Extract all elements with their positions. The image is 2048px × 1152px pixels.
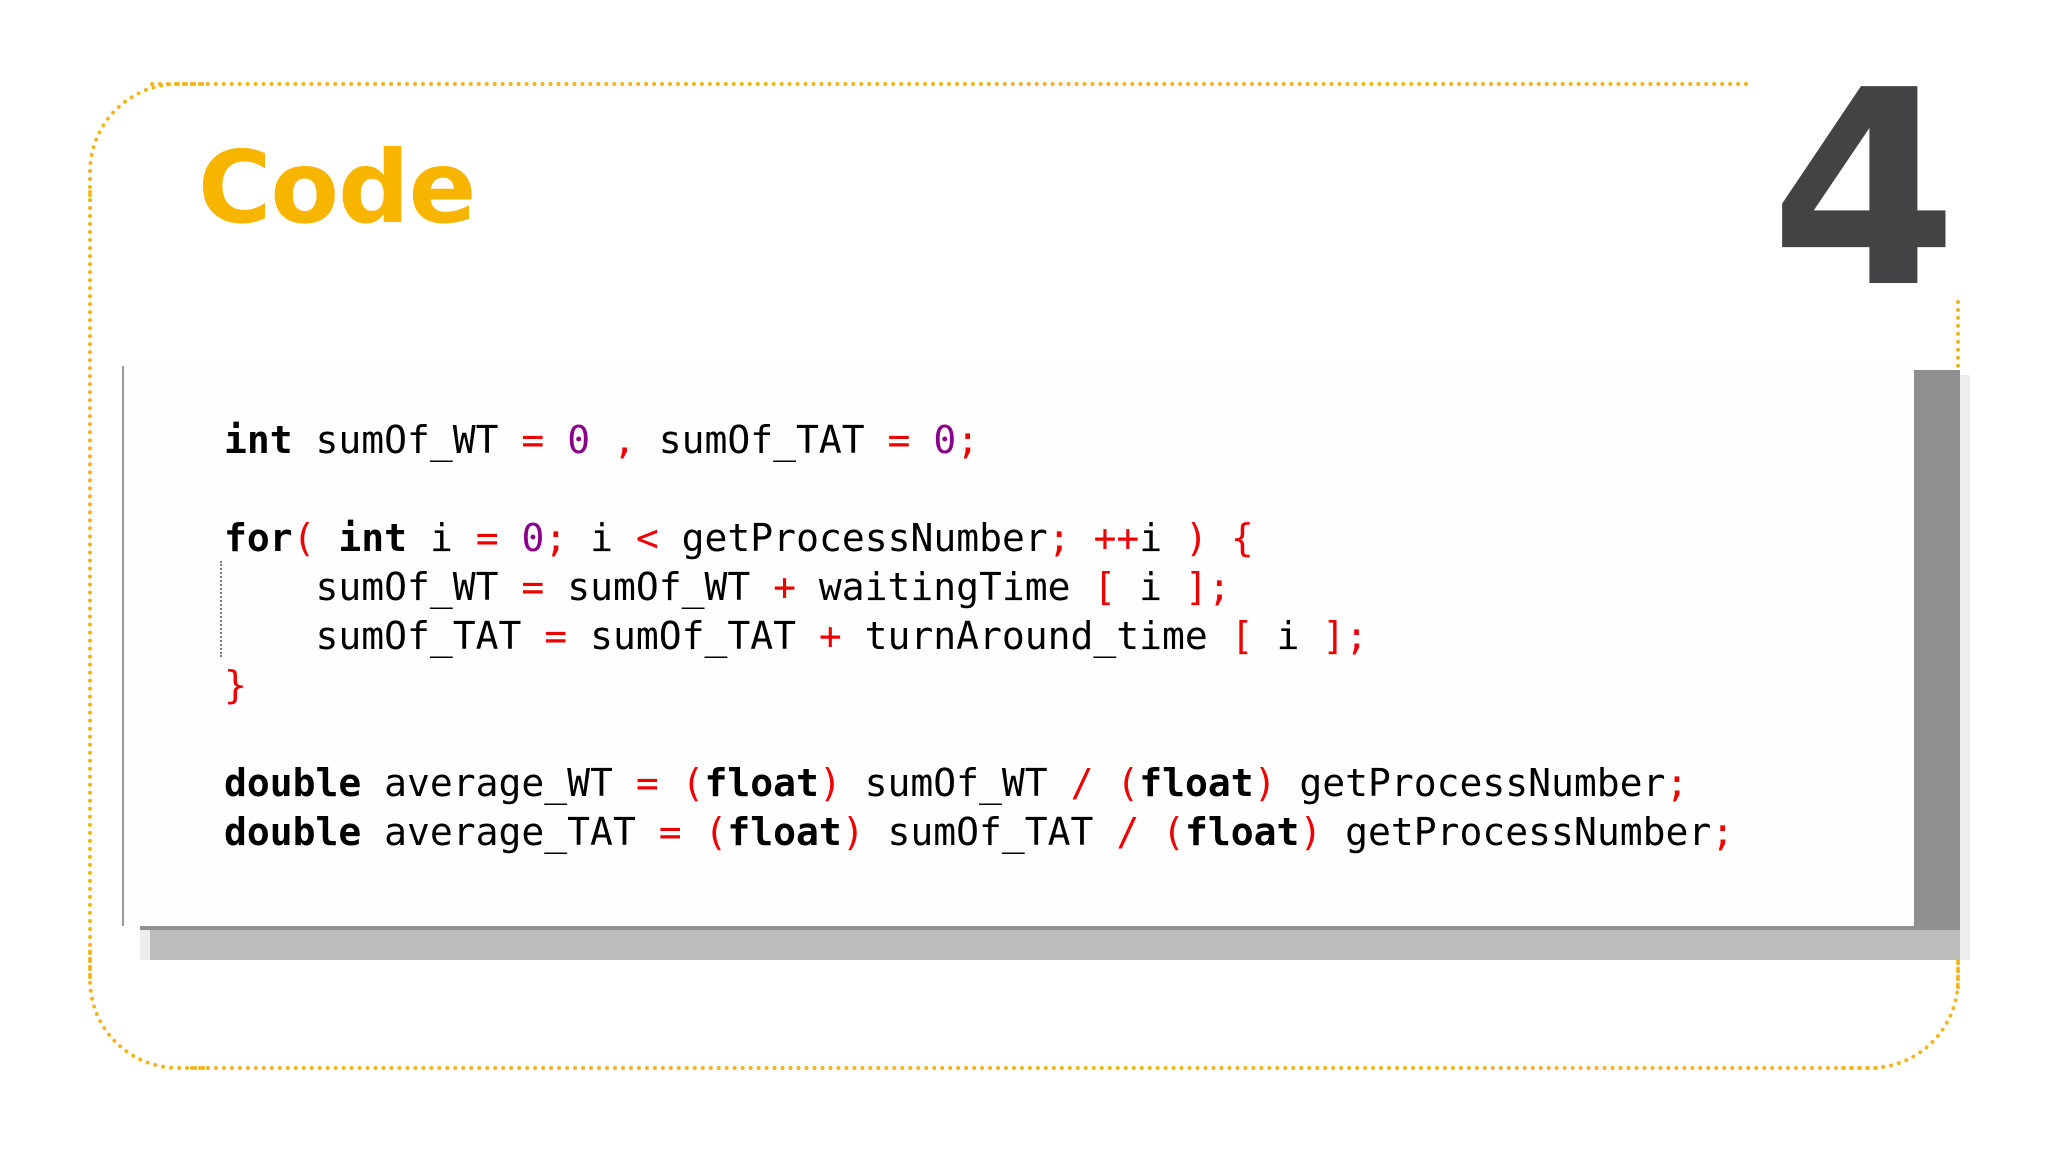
code-identifier: sumOf_TAT	[635, 418, 888, 462]
code-identifier: i	[407, 516, 476, 560]
code-identifier	[590, 418, 613, 462]
code-keyword: double	[224, 810, 362, 854]
code-keyword: float	[727, 810, 842, 854]
dotted-frame-corner-top-left	[88, 82, 208, 202]
code-operator: ;	[1047, 516, 1071, 560]
code-keyword: float	[1185, 810, 1300, 854]
code-line	[224, 465, 1734, 514]
code-operator: +	[818, 614, 842, 658]
code-identifier: average_TAT	[361, 810, 659, 854]
code-operator: <	[635, 516, 659, 560]
code-operator: ++	[1093, 516, 1140, 560]
code-number: 0	[933, 418, 957, 462]
code-keyword: double	[224, 761, 362, 805]
code-operator: )	[1299, 810, 1323, 854]
code-line: for( int i = 0; i < getProcessNumber; ++…	[224, 514, 1734, 563]
code-identifier: waitingTime	[795, 565, 1094, 609]
indent-guide	[220, 561, 222, 657]
code-identifier	[1093, 761, 1116, 805]
code-operator: =	[658, 810, 682, 854]
code-operator: =	[544, 614, 568, 658]
code-operator: ];	[1184, 565, 1231, 609]
code-operator: +	[773, 565, 796, 609]
code-line: sumOf_TAT = sumOf_TAT + turnAround_time …	[224, 612, 1734, 661]
code-operator: ;	[1665, 761, 1689, 805]
dotted-frame-bottom	[190, 1066, 1880, 1070]
code-operator: =	[887, 418, 911, 462]
code-operator: =	[521, 418, 545, 462]
code-identifier	[659, 761, 682, 805]
code-block: int sumOf_WT = 0 , sumOf_TAT = 0;for( in…	[224, 416, 1734, 857]
code-identifier: i	[1139, 516, 1186, 560]
code-operator: (	[292, 516, 316, 560]
code-identifier	[1071, 516, 1094, 560]
code-operator: [	[1230, 614, 1254, 658]
code-identifier: i	[567, 516, 636, 560]
code-identifier	[1139, 810, 1162, 854]
code-line: double average_WT = (float) sumOf_WT / (…	[224, 759, 1734, 808]
code-identifier: i	[1116, 565, 1185, 609]
code-keyword: float	[704, 761, 819, 805]
code-identifier: sumOf_TAT	[864, 810, 1117, 854]
code-keyword: int	[338, 516, 408, 560]
code-operator: )	[818, 761, 842, 805]
code-line: int sumOf_WT = 0 , sumOf_TAT = 0;	[224, 416, 1734, 465]
code-number: 0	[521, 516, 545, 560]
code-operator: (	[704, 810, 728, 854]
code-operator: (	[1116, 761, 1140, 805]
code-identifier	[316, 516, 339, 560]
code-operator: {	[1230, 516, 1254, 560]
code-keyword: float	[1139, 761, 1254, 805]
code-operator: /	[1116, 810, 1140, 854]
code-operator: (	[1162, 810, 1185, 854]
code-operator: ];	[1322, 614, 1368, 658]
code-line	[224, 710, 1734, 759]
code-operator: )	[1253, 761, 1277, 805]
code-operator: =	[635, 761, 659, 805]
code-identifier	[682, 810, 705, 854]
code-operator: =	[521, 565, 545, 609]
code-operator: ;	[956, 418, 980, 462]
code-number: 0	[567, 418, 591, 462]
code-identifier: sumOf_WT	[544, 565, 774, 609]
code-identifier: sumOf_WT	[224, 565, 522, 609]
code-identifier: getProcessNumber	[1276, 761, 1666, 805]
code-operator: (	[681, 761, 705, 805]
code-identifier	[1208, 516, 1231, 560]
code-identifier: turnAround_time	[841, 614, 1231, 658]
code-operator: /	[1070, 761, 1094, 805]
dotted-frame-left	[88, 190, 92, 980]
slide-title: Code	[198, 129, 476, 246]
code-identifier: getProcessNumber	[658, 516, 1048, 560]
code-line: }	[224, 661, 1734, 710]
slide-number: 4	[1770, 32, 1958, 347]
code-identifier	[910, 418, 933, 462]
code-identifier: sumOf_WT	[841, 761, 1071, 805]
code-identifier: sumOf_TAT	[567, 614, 819, 658]
code-identifier	[544, 418, 567, 462]
code-keyword: for	[224, 516, 293, 560]
code-line: sumOf_WT = sumOf_WT + waitingTime [ i ];	[224, 563, 1734, 612]
code-identifier: getProcessNumber	[1322, 810, 1712, 854]
code-operator: ;	[1711, 810, 1735, 854]
code-operator: ,	[612, 418, 636, 462]
code-operator: )	[841, 810, 865, 854]
code-identifier: average_WT	[361, 761, 636, 805]
code-snippet-panel: int sumOf_WT = 0 , sumOf_TAT = 0;for( in…	[122, 366, 1914, 926]
dotted-frame-corner-bottom-left	[88, 950, 208, 1070]
code-operator: )	[1185, 516, 1208, 560]
code-operator: [	[1093, 565, 1117, 609]
code-identifier: sumOf_TAT	[224, 614, 545, 658]
code-line: double average_TAT = (float) sumOf_TAT /…	[224, 808, 1734, 857]
code-operator: =	[475, 516, 499, 560]
dotted-frame-corner-bottom-right	[1840, 950, 1960, 1070]
code-keyword: int	[224, 418, 293, 462]
code-operator: ;	[544, 516, 568, 560]
code-identifier: sumOf_WT	[292, 418, 522, 462]
dotted-frame-top	[150, 82, 1750, 86]
code-identifier: i	[1253, 614, 1323, 658]
code-operator: }	[224, 663, 247, 707]
code-identifier	[499, 516, 522, 560]
